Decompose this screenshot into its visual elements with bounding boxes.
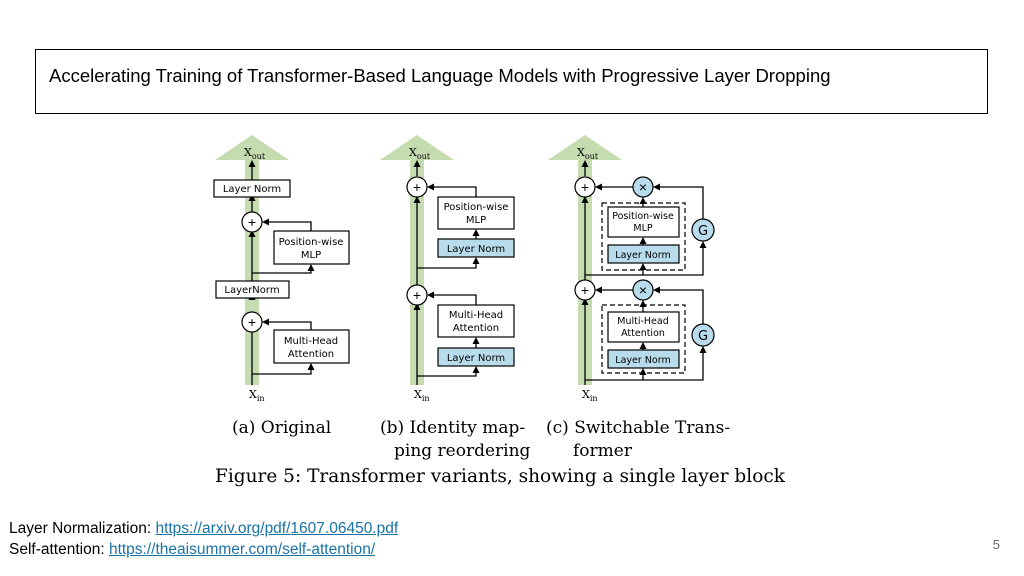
page-number: 5: [992, 537, 1000, 552]
slide-title: Accelerating Training of Transformer-Bas…: [49, 65, 831, 86]
mlp-text-b-1: Position-wise: [444, 202, 509, 213]
layernorm-text-a-mid: LayerNorm: [224, 285, 279, 296]
x-in-label-a: Xin: [249, 388, 265, 403]
x-in-label-c: Xin: [582, 388, 598, 403]
attention-text-b-2: Attention: [453, 323, 499, 334]
layer-norm-box-a-top: [213, 179, 291, 198]
caption-c-2: former: [573, 441, 633, 461]
reference-self-attention: Self-attention: https://theaisummer.com/…: [9, 539, 398, 560]
figure-5: Xout Xin Layer Norm + Position-wise MLP …: [205, 130, 785, 490]
mlp-text-c-2: MLP: [633, 223, 652, 234]
attention-box-b: [437, 304, 515, 338]
gate-text-c-lower: G: [698, 329, 708, 344]
caption-a: (a) Original: [232, 418, 331, 438]
layer-norm-text-b-lower: Layer Norm: [447, 353, 505, 364]
plus-sign-a-top: +: [248, 214, 256, 230]
figure-svg: Xout Xin Layer Norm + Position-wise MLP …: [213, 135, 785, 487]
mlp-text-c-1: Position-wise: [612, 211, 674, 222]
layernorm-box-a-mid: [215, 280, 290, 299]
plus-sign-b-top: +: [413, 179, 421, 195]
caption-c-1: (c) Switchable Trans-: [546, 418, 730, 438]
link-self-attention-article[interactable]: https://theaisummer.com/self-attention/: [108, 541, 376, 558]
figure-caption: Figure 5: Transformer variants, showing …: [215, 466, 785, 487]
title-box: Accelerating Training of Transformer-Bas…: [35, 49, 988, 114]
reference-layer-norm: Layer Normalization: https://arxiv.org/p…: [9, 518, 398, 539]
mlp-box-c: [607, 206, 680, 238]
x-out-label-a: Xout: [244, 146, 266, 161]
link-layer-norm-paper[interactable]: https://arxiv.org/pdf/1607.06450.pdf: [155, 520, 399, 537]
attention-text-a-1: Multi-Head: [284, 336, 338, 347]
attention-text-c-1: Multi-Head: [617, 316, 669, 327]
reference-label-layer-norm: Layer Normalization:: [9, 520, 156, 537]
plus-sign-c-top: +: [581, 179, 589, 195]
panel-c: Xout Xin + × Position-wise MLP Layer Nor…: [546, 135, 730, 461]
mlp-text-a-2: MLP: [301, 250, 321, 261]
layer-norm-text-a-top: Layer Norm: [223, 184, 281, 195]
x-out-label-b: Xout: [409, 146, 431, 161]
plus-sign-b-bottom: +: [413, 287, 421, 303]
multiply-sign-c-bottom: ×: [639, 282, 647, 298]
reference-label-self-attention: Self-attention:: [9, 541, 109, 558]
mlp-text-b-2: MLP: [466, 215, 486, 226]
multiply-sign-c-top: ×: [639, 179, 647, 195]
mlp-text-a-1: Position-wise: [279, 237, 344, 248]
attention-text-b-1: Multi-Head: [449, 310, 503, 321]
x-in-label-b: Xin: [414, 388, 430, 403]
attention-text-a-2: Attention: [288, 349, 334, 360]
panel-b: Xout Xin + Position-wise MLP Layer Norm …: [380, 135, 531, 461]
layer-norm-text-c-upper: Layer Norm: [615, 250, 670, 261]
x-out-label-c: Xout: [577, 146, 599, 161]
layer-norm-text-c-lower: Layer Norm: [615, 355, 670, 366]
attention-text-c-2: Attention: [621, 328, 665, 339]
mlp-box-a: [273, 230, 350, 265]
gate-text-c-upper: G: [698, 224, 708, 239]
plus-sign-a-bottom: +: [248, 314, 256, 330]
plus-sign-c-bottom: +: [581, 282, 589, 298]
layer-norm-text-b-upper: Layer Norm: [447, 244, 505, 255]
caption-b-2: ping reordering: [394, 441, 531, 461]
panel-a: Xout Xin Layer Norm + Position-wise MLP …: [213, 135, 350, 438]
caption-b-1: (b) Identity map-: [380, 418, 525, 438]
references: Layer Normalization: https://arxiv.org/p…: [9, 518, 398, 560]
